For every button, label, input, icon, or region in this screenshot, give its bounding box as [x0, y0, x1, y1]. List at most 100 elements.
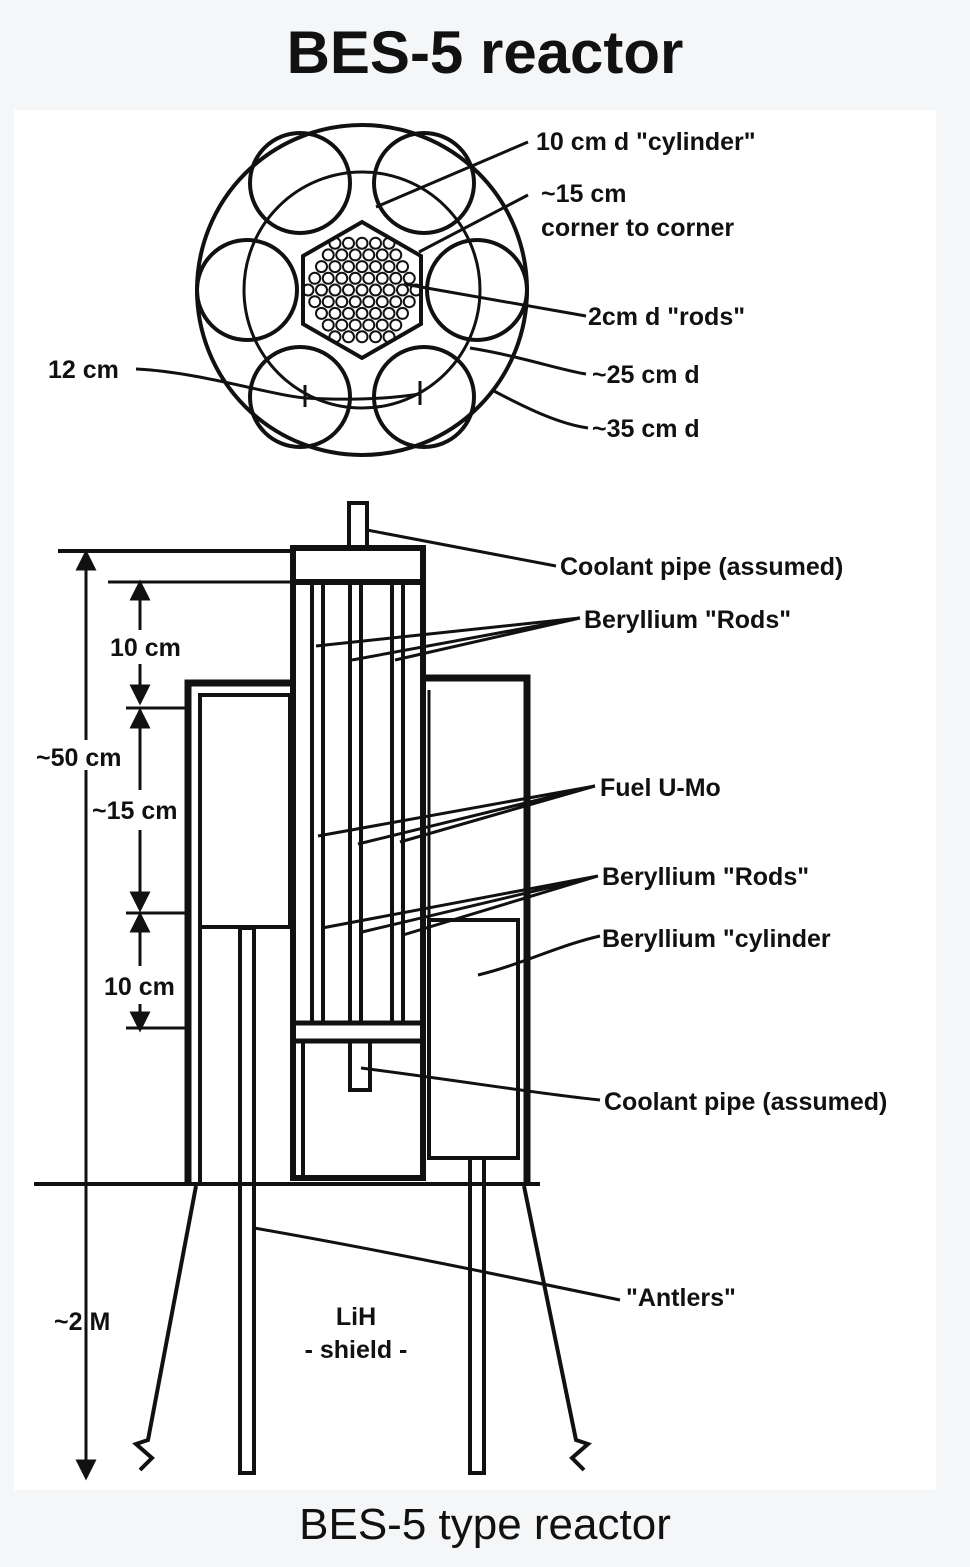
reactor-diagram: 10 cm d "cylinder" ~15 cm corner to corn…: [34, 123, 887, 1481]
leader-25cm: [469, 346, 587, 376]
side-leaders: [253, 528, 621, 1302]
fuel-rod: [328, 236, 342, 250]
fuel-rod: [375, 248, 389, 262]
label-rods: 2cm d "rods": [588, 303, 745, 331]
label-be-rods-top: Beryllium "Rods": [584, 606, 791, 634]
fuel-rod: [328, 330, 342, 344]
fuel-rod: [389, 295, 403, 309]
core-bottom-plate: [290, 1020, 426, 1044]
page-title: BES-5 reactor: [286, 19, 684, 86]
fuel-rod: [355, 236, 369, 250]
reflector-housing: [184, 674, 531, 1183]
fuel-rod: [328, 306, 342, 320]
inner-circle-25cm: [242, 170, 482, 410]
dim-mid-15cm: ~15 cm: [92, 797, 178, 825]
fuel-rod: [342, 260, 355, 274]
leader-rods: [403, 282, 587, 318]
cross-section: [135, 123, 589, 457]
fuel-rod: [342, 283, 355, 297]
label-corner-1: ~15 cm: [541, 180, 627, 208]
coolant-pipe-top: [347, 501, 369, 550]
be-cylinder: [425, 238, 529, 342]
leader-cylinder: [375, 140, 529, 209]
leader-12cm: [135, 367, 421, 401]
fuel-rod: [335, 318, 349, 332]
fuel-rod: [382, 260, 396, 274]
label-shield: - shield -: [305, 1336, 408, 1364]
fuel-element-rods: [310, 582, 405, 1023]
be-cylinder: [372, 131, 476, 235]
antler-right: [468, 1156, 486, 1475]
fuel-rod: [369, 330, 382, 344]
dim-top-10cm: 10 cm: [110, 634, 181, 662]
fuel-rod: [396, 283, 409, 297]
fuel-rod: [328, 260, 342, 274]
side-view: [34, 501, 592, 1475]
label-corner-2: corner to corner: [541, 214, 734, 242]
fuel-rod: [375, 318, 389, 332]
label-12cm: 12 cm: [48, 356, 119, 384]
fuel-rod: [402, 295, 416, 309]
fuel-rod: [409, 283, 423, 297]
label-be-rods-bottom: Beryllium "Rods": [602, 863, 809, 891]
fuel-rod: [301, 283, 315, 297]
fuel-rod: [321, 271, 335, 285]
outer-circle-35cm: [195, 123, 529, 457]
leader-corner: [418, 193, 529, 254]
fuel-rod: [375, 271, 389, 285]
dimension-lines: [58, 549, 290, 1481]
fuel-rod: [348, 271, 362, 285]
figure-caption: BES-5 type reactor: [299, 1500, 671, 1549]
core-hexagon: [301, 219, 423, 361]
fuel-rod: [369, 306, 382, 320]
fuel-rod: [321, 318, 335, 332]
fuel-rod: [335, 248, 349, 262]
fuel-rod: [315, 306, 328, 320]
fuel-rod: [369, 236, 382, 250]
fuel-rod: [348, 318, 362, 332]
fuel-rod: [335, 295, 349, 309]
fuel-rod: [355, 283, 369, 297]
fuel-rod: [355, 306, 369, 320]
fuel-rod: [396, 306, 409, 320]
label-35cm: ~35 cm d: [592, 415, 700, 443]
fuel-rod: [362, 271, 376, 285]
beryllium-cylinders: [195, 131, 529, 449]
dim-bottom-10cm: 10 cm: [104, 973, 175, 1001]
fuel-rod: [389, 248, 403, 262]
fuel-rod: [328, 283, 342, 297]
fuel-rod: [308, 271, 322, 285]
be-cylinder: [248, 345, 352, 449]
fuel-rod: [402, 271, 416, 285]
leader-35cm: [491, 388, 589, 430]
dim-overall-50cm: ~50 cm: [36, 744, 122, 772]
fuel-rod: [342, 236, 355, 250]
fuel-rod: [362, 295, 376, 309]
label-antlers: "Antlers": [626, 1284, 736, 1312]
fuel-rod: [348, 295, 362, 309]
label-coolant-bottom: Coolant pipe (assumed): [604, 1088, 887, 1116]
fuel-rod: [362, 248, 376, 262]
fuel-rod: [382, 330, 396, 344]
shield-leg-right: [522, 1185, 592, 1472]
fuel-rod: [369, 283, 382, 297]
label-cylinder: 10 cm d "cylinder": [536, 128, 756, 156]
label-25cm: ~25 cm d: [592, 361, 700, 389]
fuel-rod: [355, 330, 369, 344]
fuel-rod: [342, 306, 355, 320]
rod-grid: [301, 236, 423, 344]
fuel-rod: [315, 260, 328, 274]
fuel-rod: [389, 271, 403, 285]
fuel-rod: [321, 295, 335, 309]
be-cylinder: [195, 238, 299, 342]
label-be-cylinder: Beryllium "cylinder: [602, 925, 831, 953]
fuel-rod: [355, 260, 369, 274]
fuel-rod: [369, 260, 382, 274]
left-be-block: [198, 693, 292, 929]
fuel-rod: [342, 330, 355, 344]
fuel-rod: [389, 318, 403, 332]
fuel-rod: [375, 295, 389, 309]
core-top-cap: [290, 545, 426, 585]
label-coolant-top: Coolant pipe (assumed): [560, 553, 843, 581]
fuel-rod: [315, 283, 328, 297]
